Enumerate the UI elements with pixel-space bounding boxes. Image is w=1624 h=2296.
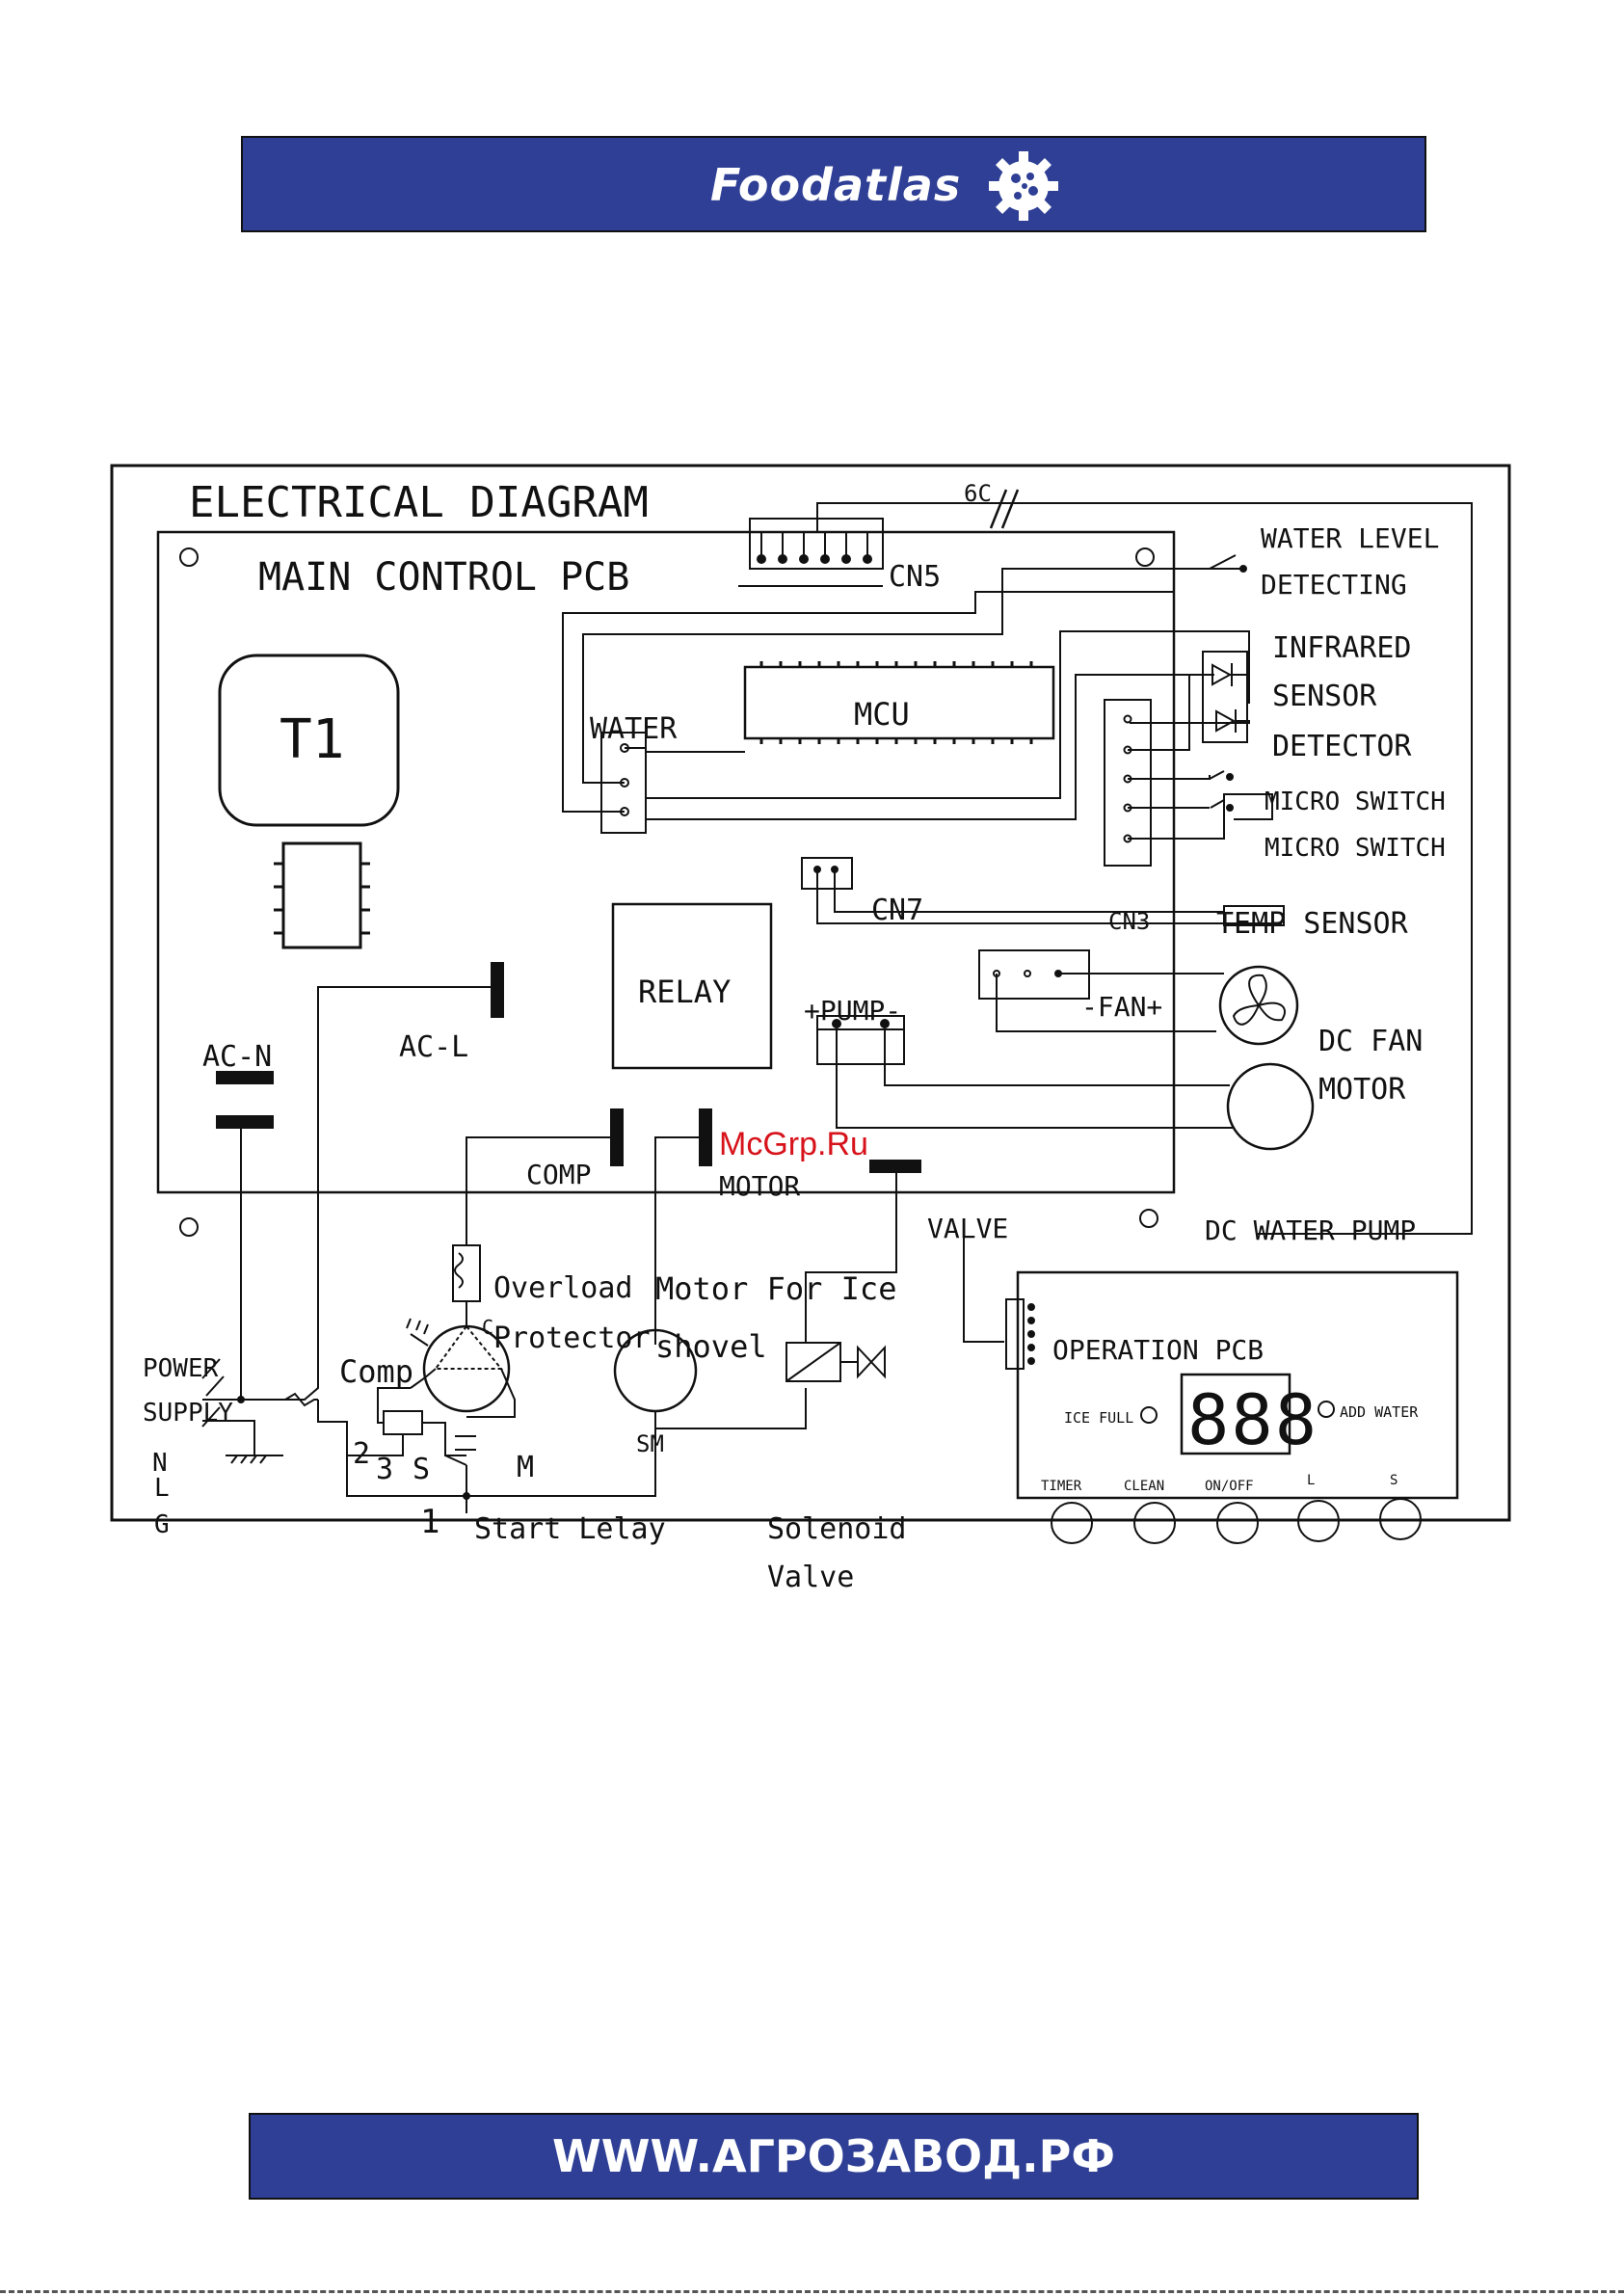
- valve-label: VALVE: [927, 1213, 1008, 1244]
- mcu-label: MCU: [854, 696, 910, 733]
- infrared-label-3: DETECTOR: [1272, 730, 1412, 763]
- l-button-label: L: [1307, 1473, 1315, 1488]
- dc-water-pump-label: DC WATER PUMP: [1205, 1215, 1416, 1246]
- comp-lower-label: Comp: [339, 1353, 413, 1390]
- temp-sensor-label: TEMP SENSOR: [1216, 907, 1409, 941]
- dc-fan-icon: [1218, 965, 1299, 1046]
- display-digits: 888: [1187, 1379, 1318, 1460]
- water-level-label-2: DETECTING: [1261, 569, 1407, 601]
- infrared-label-2: SENSOR: [1272, 680, 1377, 713]
- micro-switch-label-2: MICRO SWITCH: [1265, 834, 1446, 863]
- clean-button: [1133, 1502, 1176, 1544]
- num-3-label: 3: [376, 1453, 393, 1486]
- operation-pcb-label: OPERATION PCB: [1052, 1334, 1264, 1366]
- fan-label: -FAN+: [1081, 991, 1162, 1023]
- mcu-chip: [743, 665, 1055, 740]
- bottom-divider: [0, 2290, 1624, 2293]
- motor-terminal-label: MOTOR: [719, 1170, 800, 1202]
- solenoid-label-1: Solenoid: [767, 1512, 907, 1546]
- num-2-label: 2: [353, 1437, 370, 1471]
- s-button-label: S: [1390, 1473, 1398, 1488]
- dc-water-pump-motor: [1226, 1062, 1315, 1151]
- onoff-button: [1216, 1502, 1259, 1544]
- overload-label-1: Overload: [493, 1271, 633, 1305]
- l-button: [1297, 1500, 1340, 1542]
- start-relay-label: Start Lelay: [474, 1512, 666, 1546]
- l-label: L: [154, 1474, 170, 1503]
- operation-connector: [1005, 1298, 1025, 1370]
- watermark: McGrp.Ru: [719, 1126, 868, 1162]
- timer-label: TIMER: [1041, 1479, 1082, 1494]
- onoff-label: ON/OFF: [1205, 1479, 1254, 1494]
- diagram-frame: [110, 464, 1511, 1522]
- infrared-sensor: [1202, 651, 1248, 743]
- g-label: G: [154, 1510, 170, 1539]
- website-link[interactable]: WWW.АГРОЗАВОД.РФ: [552, 2130, 1115, 2182]
- solenoid-label-2: Valve: [767, 1561, 854, 1594]
- power-label-2: SUPPLY: [143, 1399, 233, 1428]
- add-water-led: [1318, 1401, 1335, 1418]
- dc-fan-label-2: MOTOR: [1318, 1073, 1406, 1107]
- led-display: [1180, 1373, 1291, 1455]
- ice-full-led: [1140, 1406, 1158, 1424]
- s-button: [1379, 1498, 1422, 1540]
- c-mark-label: C: [482, 1316, 493, 1339]
- timer-button: [1051, 1502, 1093, 1544]
- overload-label-2: Protector: [493, 1322, 651, 1355]
- cn7-label: CN7: [871, 894, 923, 927]
- comp-label: COMP: [526, 1159, 591, 1190]
- ic-chip: [281, 841, 362, 949]
- diagram-title: ELECTRICAL DIAGRAM: [189, 478, 649, 527]
- pump-connector: [816, 1015, 905, 1065]
- bottom-banner: WWW.АГРОЗАВОД.РФ: [249, 2113, 1419, 2200]
- power-label-1: POWER: [143, 1354, 219, 1383]
- m-label: M: [517, 1451, 534, 1484]
- n-label: N: [152, 1449, 168, 1478]
- dc-fan-label-1: DC FAN: [1318, 1025, 1423, 1058]
- start-relay: [383, 1410, 423, 1435]
- s-label: S: [413, 1453, 430, 1486]
- cn3-label: CN3: [1108, 908, 1150, 935]
- cn3-connector: [1104, 699, 1152, 867]
- water-level-label-1: WATER LEVEL: [1261, 522, 1439, 554]
- clean-label: CLEAN: [1124, 1479, 1164, 1494]
- brand-logo-text: Foodatlas: [710, 159, 962, 211]
- relay-label: RELAY: [638, 974, 731, 1010]
- operation-pcb: [1016, 1270, 1459, 1500]
- t1-label: T1: [280, 708, 344, 771]
- pump-label: +PUMP-: [804, 995, 901, 1027]
- cn5-label: CN5: [889, 560, 941, 594]
- ac-l-label: AC-L: [399, 1030, 468, 1064]
- infrared-label-1: INFRARED: [1272, 631, 1412, 665]
- micro-switch-label-1: MICRO SWITCH: [1265, 788, 1446, 816]
- sm-label: SM: [636, 1430, 664, 1457]
- top-banner: Foodatlas: [241, 136, 1426, 232]
- motor-ice-label-2: shovel: [655, 1328, 767, 1365]
- relay-box: [611, 902, 773, 1070]
- num-1-label: 1: [420, 1503, 439, 1541]
- ac-n-label: AC-N: [202, 1040, 272, 1074]
- motor-ice-label-1: Motor For Ice: [655, 1270, 896, 1307]
- pcb-title: MAIN CONTROL PCB: [258, 555, 629, 600]
- add-water-label: ADD WATER: [1340, 1403, 1419, 1421]
- six-c-label: 6C: [964, 480, 992, 507]
- gear-icon: [989, 151, 1058, 221]
- cn7-connector: [801, 857, 853, 890]
- ice-full-label: ICE FULL: [1064, 1409, 1133, 1427]
- water-label: WATER: [590, 712, 678, 746]
- transformer-t1: [218, 654, 400, 827]
- main-control-pcb: [156, 530, 1176, 1194]
